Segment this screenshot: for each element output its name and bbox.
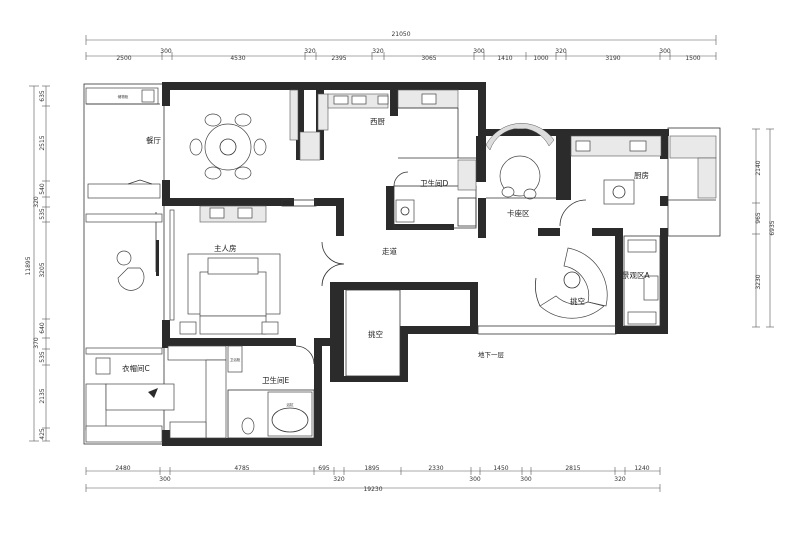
dim-right-3: 3230 (755, 274, 762, 289)
dining-room-label: 餐厅 (146, 136, 161, 145)
bottom-dimensions: 2480 4785 695 1895 2330 1450 2815 1240 3… (85, 465, 661, 493)
dim-bottom-13: 320 (614, 476, 626, 483)
dim-left-4: 320 (33, 196, 40, 208)
booth-label: 卡座区 (507, 208, 530, 218)
dim-bottom-3: 695 (318, 465, 330, 472)
dim-bottom-11: 300 (469, 476, 481, 483)
dim-bottom-7: 2815 (565, 465, 580, 472)
closet-label: 衣帽间C (122, 363, 150, 373)
dim-top-6: 320 (372, 48, 384, 55)
right-dimensions: 2140 965 3230 6935 (752, 128, 776, 328)
dim-bottom-2: 4785 (234, 465, 249, 472)
dim-top-8: 300 (473, 48, 485, 55)
void-right-label: 挑空 (570, 296, 585, 306)
dining-cabinet-label: 储物柜 (118, 94, 129, 99)
dim-top-2: 300 (160, 48, 172, 55)
dim-left-7: 640 (39, 322, 46, 334)
dim-left-8: 370 (33, 337, 40, 349)
dim-left-1: 635 (39, 90, 46, 102)
dim-left-5: 535 (39, 208, 46, 220)
void-left-label: 挑空 (368, 329, 383, 339)
western-kitchen-furniture (289, 89, 476, 161)
dim-bottom-total: 19230 (363, 486, 382, 493)
closet-furniture (85, 345, 227, 443)
dim-top-4: 320 (304, 48, 316, 55)
dim-left-10: 2135 (39, 388, 46, 403)
dim-left-3: 540 (39, 183, 46, 195)
dim-left-11: 425 (39, 428, 46, 440)
dim-top-1: 2500 (116, 55, 131, 62)
walls (162, 82, 669, 446)
booth-furniture (485, 123, 587, 227)
dim-top-total: 21050 (391, 31, 410, 38)
kitchen-furniture (570, 135, 717, 205)
bath-d-label: 卫生间D (420, 178, 448, 188)
room-labels: 餐厅 西厨 卫生间D 卡座区 厨房 主人房 走道 挑空 挑空 景观区A 衣帽间C… (122, 117, 650, 385)
dim-right-1: 2140 (755, 160, 762, 175)
dim-bottom-6: 1450 (493, 465, 508, 472)
dim-top-10: 1000 (533, 55, 548, 62)
dim-left-total: 11895 (25, 256, 32, 275)
dim-top-9: 1410 (497, 55, 512, 62)
dim-top-11: 320 (555, 48, 567, 55)
plan-title: 地下一层 (478, 350, 505, 359)
dining-furniture: 储物柜 (85, 87, 267, 199)
dim-top-5: 2395 (331, 55, 346, 62)
view-area-furniture (623, 235, 661, 327)
dim-bottom-1: 2480 (115, 465, 130, 472)
bath-cab-label: 卫浴柜 (230, 357, 241, 362)
bath-d-furniture (393, 159, 477, 229)
left-dimensions: 11895 635 2515 540 320 535 3205 640 370 … (25, 85, 50, 442)
dim-top-12: 3190 (605, 55, 620, 62)
dim-bottom-10: 320 (333, 476, 345, 483)
bath-e-label: 卫生间E (262, 375, 289, 385)
master-furniture (85, 199, 345, 335)
corridor-label: 走道 (382, 246, 397, 256)
dim-right-2: 965 (755, 212, 762, 224)
tub-label: 浴缸 (286, 402, 294, 407)
dim-top-3: 4530 (230, 55, 245, 62)
dim-left-9: 535 (39, 351, 46, 363)
dim-bottom-4: 1895 (364, 465, 379, 472)
outer-thin-lines (83, 83, 721, 445)
dim-left-6: 3205 (39, 262, 46, 277)
dim-bottom-12: 300 (520, 476, 532, 483)
bath-e-furniture: 卫浴柜 浴缸 (227, 345, 315, 439)
dim-bottom-8: 1240 (634, 465, 649, 472)
view-area-label: 景观区A (622, 271, 650, 280)
dim-top-7: 3065 (421, 55, 436, 62)
western-kitchen-label: 西厨 (370, 117, 385, 126)
dim-bottom-5: 2330 (428, 465, 443, 472)
void-and-stair (345, 247, 617, 377)
dim-top-14: 1500 (685, 55, 700, 62)
dim-top-13: 300 (659, 48, 671, 55)
kitchen-label: 厨房 (634, 170, 649, 180)
dim-right-total: 6935 (769, 220, 776, 235)
top-dimensions: 21050 2500 300 4530 320 2395 320 3065 30… (85, 31, 717, 62)
dim-left-2: 2515 (39, 135, 46, 150)
dim-bottom-9: 300 (159, 476, 171, 483)
master-room-label: 主人房 (214, 243, 237, 253)
